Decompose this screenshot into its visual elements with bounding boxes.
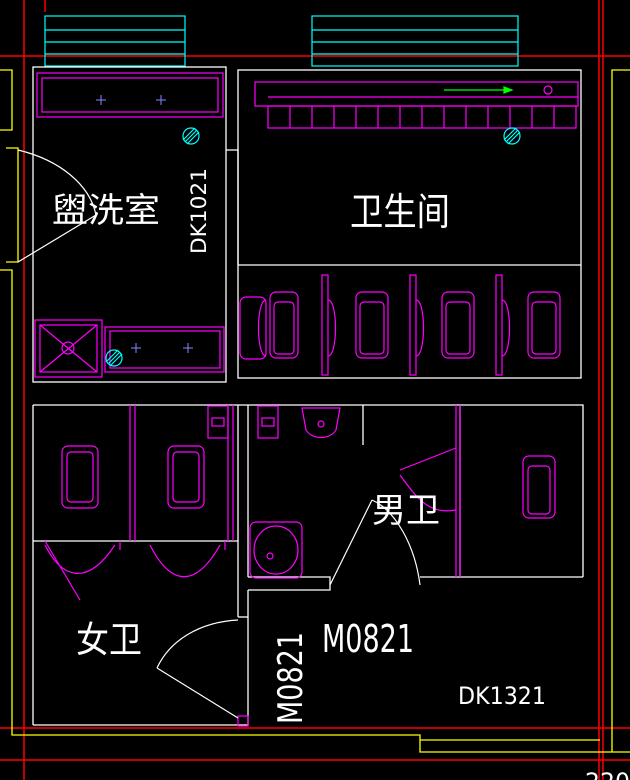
faucet-markers — [96, 95, 193, 353]
room-label-washroom: 盥洗室 — [52, 191, 160, 231]
tag-opening-corridor: DK1321 — [458, 682, 546, 710]
tag-washroom-opening: DK1021 — [187, 168, 211, 254]
edge-dimension: 220 — [585, 768, 630, 780]
window-left — [44, 15, 186, 67]
tag-door-mens: M0821 — [322, 617, 414, 661]
building-boundary — [0, 69, 630, 753]
window-right — [311, 15, 519, 67]
tag-door-womens: M0821 — [271, 632, 311, 724]
floor-drains — [105, 127, 521, 367]
room-label-toilet-room: 卫生间 — [350, 190, 450, 234]
flow-arrow — [444, 86, 514, 94]
room-label-mens-toilet: 男卫 — [372, 491, 440, 531]
fixtures — [34, 72, 579, 727]
door-swings — [17, 149, 421, 719]
room-label-womens-toilet: 女卫 — [76, 620, 142, 661]
squat-toilets-upper — [239, 274, 561, 376]
